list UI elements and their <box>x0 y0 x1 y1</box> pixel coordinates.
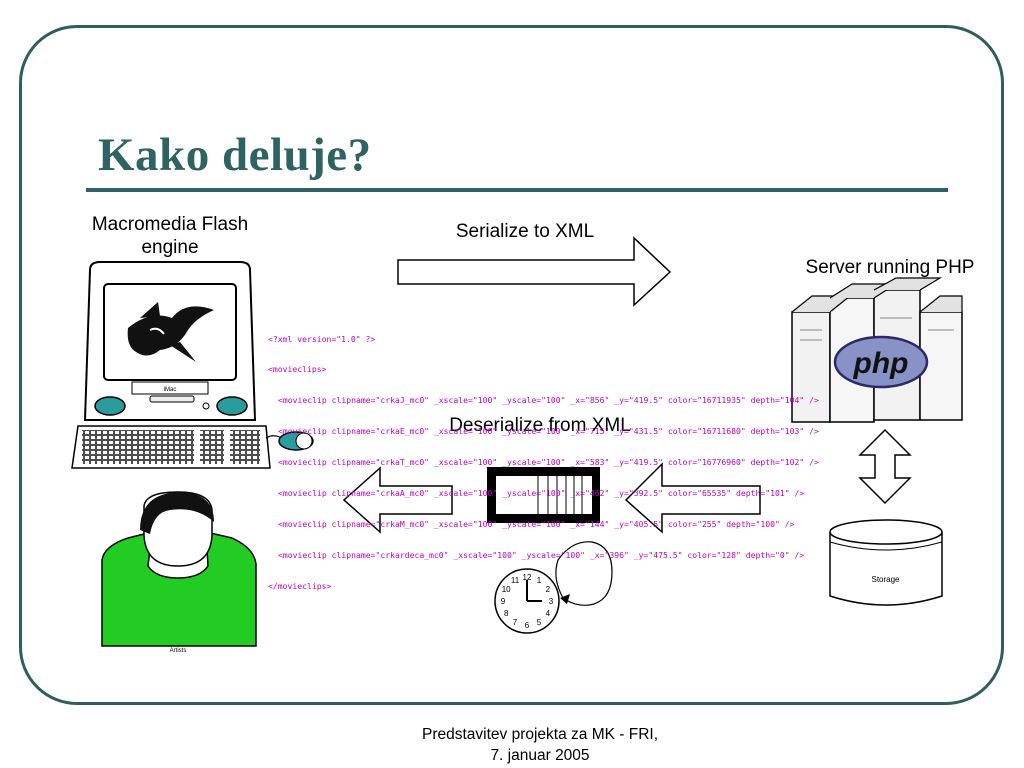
flash-artwork-icon <box>127 302 214 362</box>
xml-line: <movieclip clipname="crkaA_mc0" _xscale=… <box>278 488 805 499</box>
incoming-arrow <box>624 462 761 534</box>
php-logo-text: php <box>853 347 909 380</box>
imac-computer <box>71 261 314 469</box>
serialize-label: Serialize to XML <box>455 221 595 242</box>
deserialize-arrow-left <box>342 466 453 534</box>
php-logo-icon: php <box>833 335 929 389</box>
deserialize-label: Deserialize from XML <box>449 415 631 436</box>
server-label: Server running PHP <box>805 257 975 278</box>
storage-double-arrow <box>858 428 912 505</box>
clock-number: 1 <box>537 576 542 585</box>
clock-number: 2 <box>546 585 551 594</box>
deserializer-box-icon <box>487 467 600 523</box>
clock-number: 8 <box>504 609 509 618</box>
slide-frame <box>19 25 1004 705</box>
xml-line: </movieclips> <box>268 580 332 591</box>
clock-number: 6 <box>525 621 530 630</box>
artists-label: Artists <box>169 648 187 654</box>
xml-line: <?xml version="1.0" ?> <box>268 333 376 344</box>
clock-number: 12 <box>523 573 532 582</box>
clock-number: 7 <box>513 618 518 627</box>
imac-label: iMac <box>164 387 177 393</box>
clock-number: 4 <box>546 609 551 618</box>
xml-line: <movieclip clipname="crkaT_mc0" _xscale=… <box>278 457 819 468</box>
flash-engine-label: Macromedia Flash engine <box>91 214 249 259</box>
clock-number: 10 <box>502 585 511 594</box>
clock-number: 9 <box>501 597 506 606</box>
xml-line: <movieclip clipname="crkaE_mc0" _xscale=… <box>278 426 819 437</box>
footer-line: 7. januar 2005 <box>490 747 590 764</box>
clock-number: 5 <box>537 618 542 627</box>
serialize-arrow <box>397 236 672 307</box>
xml-line: <movieclips> <box>268 364 327 375</box>
xml-line: <movieclip clipname="crkaJ_mc0" _xscale=… <box>278 395 819 406</box>
slide-footer: Predstavitev projekta za MK - FRI, 7. ja… <box>340 724 740 766</box>
artist-person-icon <box>101 491 257 647</box>
clock-number: 11 <box>511 576 520 585</box>
mouse-icon <box>265 431 314 451</box>
storage-label: Storage <box>871 575 900 584</box>
clock-number: 3 <box>549 597 554 606</box>
storage-cylinder-icon <box>829 519 943 606</box>
title-rule <box>86 188 948 192</box>
footer-line: Predstavitev projekta za MK - FRI, <box>421 726 659 743</box>
slide-title: Kako deluje? <box>98 129 372 181</box>
xml-line: <movieclip clipname="crkaM_mc0" _xscale=… <box>278 518 795 529</box>
xml-snippet: <?xml version="1.0" ?> <movieclips> <mov… <box>268 313 819 601</box>
xml-line: <movieclip clipname="crkardeca_mc0" _xsc… <box>278 549 805 560</box>
